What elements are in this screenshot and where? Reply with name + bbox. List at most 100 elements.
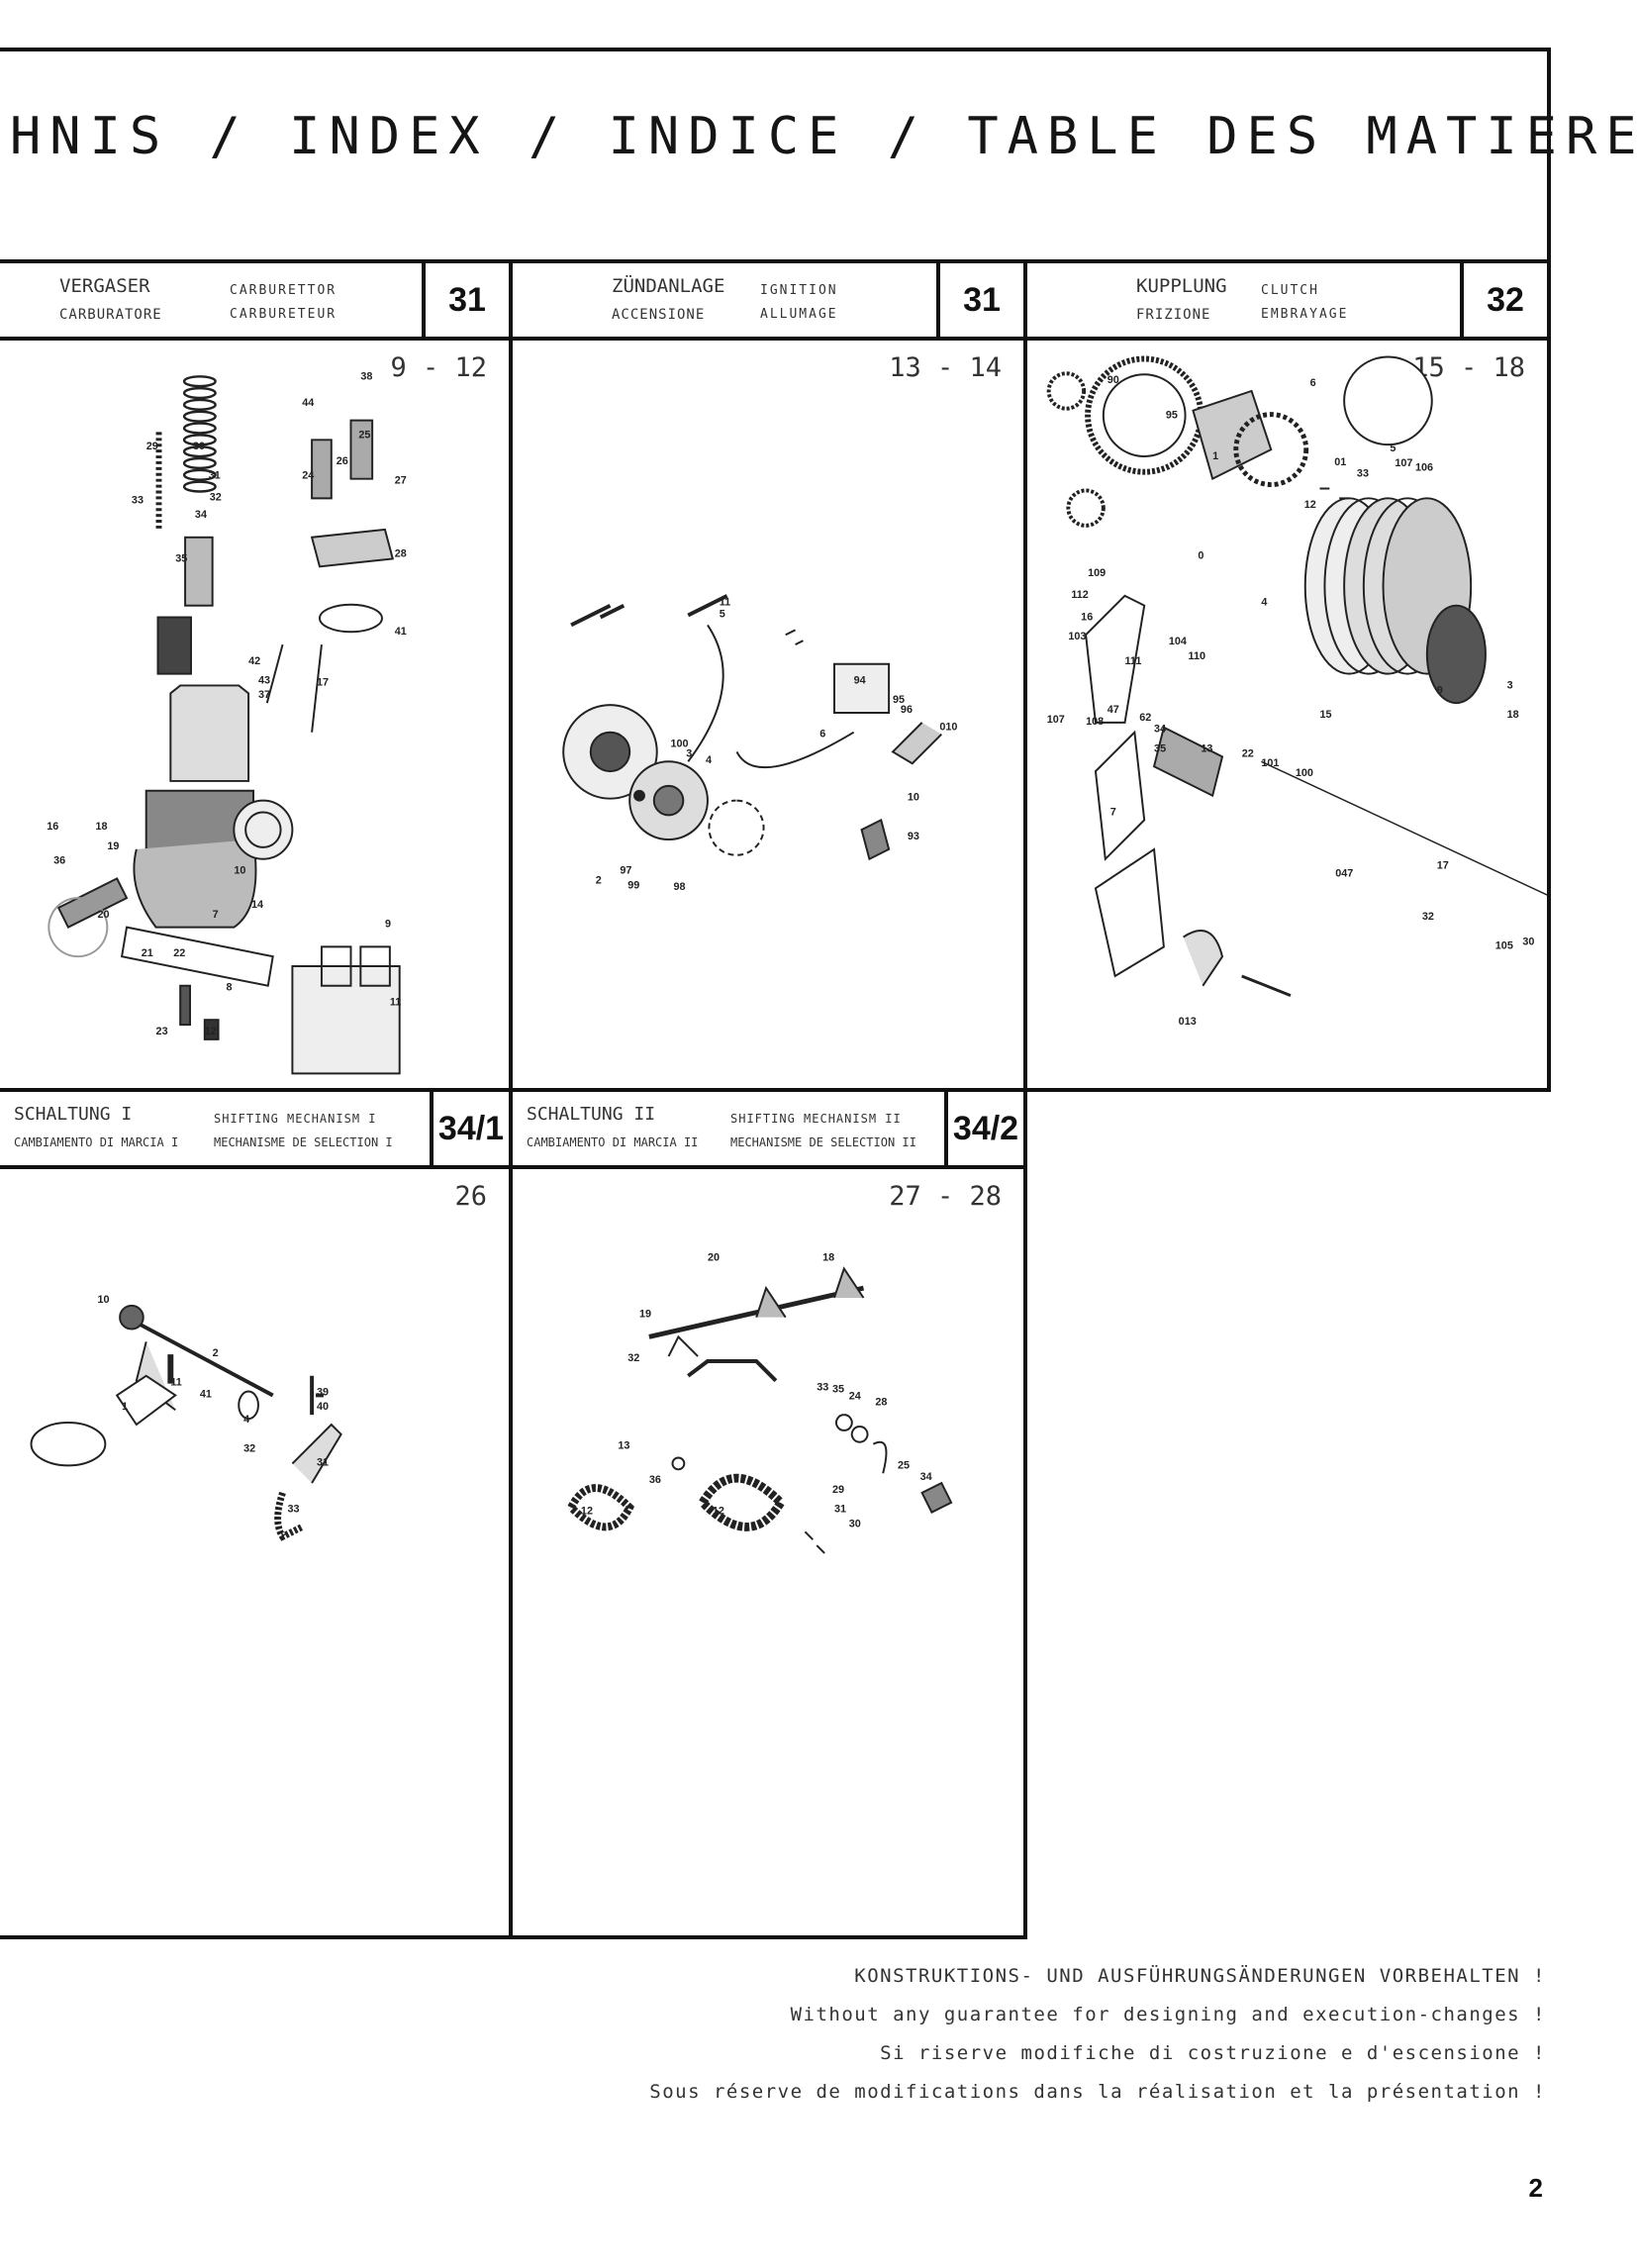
part-callout: 24 — [302, 470, 314, 482]
part-callout: 36 — [53, 855, 65, 867]
label-it: CAMBIAMENTO DI MARCIA I — [14, 1135, 179, 1149]
section-number: 32 — [1460, 263, 1547, 337]
section-number: 31 — [936, 263, 1023, 337]
section-shifting-2[interactable]: SCHALTUNG II CAMBIAMENTO DI MARCIA II SH… — [509, 1088, 1027, 1939]
part-callout: 32 — [627, 1352, 639, 1364]
part-callout: 13 — [618, 1440, 629, 1452]
part-callout: 32 — [1422, 911, 1434, 923]
part-callout: 97 — [620, 865, 631, 877]
part-callout: 24 — [849, 1390, 861, 1402]
part-callout: 18 — [95, 821, 107, 833]
part-callout: 0 — [1198, 549, 1204, 561]
part-callout: 33 — [817, 1382, 828, 1394]
section-clutch[interactable]: KUPPLUNG FRIZIONE CLUTCH EMBRAYAGE 32 1 5… — [1023, 259, 1551, 1092]
part-callout: 27 — [395, 475, 407, 487]
part-callout: 16 — [1081, 611, 1093, 623]
part-callout: 100 — [671, 738, 689, 749]
part-callout: 100 — [1296, 767, 1313, 779]
part-callout: 20 — [708, 1252, 720, 1264]
part-callout: 047 — [1335, 868, 1353, 880]
label-it: CARBURATORE — [59, 307, 162, 323]
part-callout: 12 — [1304, 499, 1316, 511]
part-callout: 5 — [720, 609, 725, 621]
part-callout: 31 — [834, 1504, 846, 1516]
part-callout: 26 — [337, 455, 348, 467]
part-callout: 107 — [1395, 457, 1412, 469]
note-en: Without any guarantee for designing and … — [790, 2004, 1546, 2025]
part-callout: 105 — [1495, 939, 1513, 951]
part-callout: 013 — [1179, 1016, 1197, 1028]
part-callout: 12 — [581, 1506, 593, 1518]
part-callout: 11 — [170, 1377, 181, 1389]
part-callout: 41 — [395, 626, 407, 638]
part-callout: 11 — [390, 996, 401, 1008]
label-it: ACCENSIONE — [612, 307, 706, 323]
part-callout: 29 — [146, 441, 158, 452]
part-callout: 44 — [302, 397, 314, 409]
label-it: FRIZIONE — [1136, 307, 1211, 323]
part-callout: 28 — [875, 1396, 887, 1408]
label-en: CLUTCH — [1261, 283, 1319, 298]
part-callout: 36 — [649, 1474, 661, 1486]
note-fr: Sous réserve de modifications dans la ré… — [649, 2081, 1546, 2103]
part-callout: 34 — [1154, 724, 1166, 736]
section-number: 34/2 — [944, 1092, 1023, 1165]
page-range: 27 - 28 — [889, 1181, 1002, 1212]
section-shifting-1[interactable]: SCHALTUNG I CAMBIAMENTO DI MARCIA I SHIF… — [0, 1088, 513, 1939]
part-callout: 11 — [720, 597, 730, 609]
part-callout: 8 — [226, 982, 232, 994]
part-callout: 62 — [1139, 712, 1151, 724]
part-callout: 3 — [686, 747, 692, 759]
part-callout: 010 — [939, 722, 957, 734]
note-de: KONSTRUKTIONS- UND AUSFÜHRUNGSÄNDERUNGEN… — [854, 1965, 1546, 1987]
part-callout: 22 — [1242, 747, 1254, 759]
part-callout: 19 — [107, 840, 119, 852]
part-callout: 30 — [849, 1518, 861, 1529]
part-callout: 14 — [251, 899, 263, 911]
part-callout: 30 — [1522, 936, 1534, 947]
part-callout: 98 — [673, 881, 685, 893]
part-callout: 6 — [819, 729, 825, 740]
section-header: SCHALTUNG I CAMBIAMENTO DI MARCIA I SHIF… — [0, 1092, 509, 1169]
part-callout: 22 — [173, 947, 185, 959]
label-en: SHIFTING MECHANISM II — [730, 1112, 902, 1126]
part-callout: 2 — [213, 1347, 219, 1359]
part-callout: 9 — [385, 919, 391, 931]
part-callout: 35 — [175, 552, 187, 564]
label-de: SCHALTUNG II — [527, 1104, 656, 1125]
part-callout: 7 — [1110, 806, 1116, 818]
part-callout: 106 — [1415, 462, 1433, 474]
part-callout: 19 — [639, 1309, 651, 1321]
part-callout: 34 — [920, 1471, 932, 1483]
part-callout: 17 — [1437, 860, 1449, 872]
label-de: VERGASER — [59, 275, 150, 297]
label-fr: MECHANISME DE SELECTION I — [214, 1135, 393, 1149]
part-callout: 101 — [1261, 757, 1279, 769]
part-callout: 108 — [1086, 716, 1104, 728]
part-callout: 16 — [47, 821, 58, 833]
part-callout: 32 — [210, 491, 222, 503]
part-callout: 107 — [1047, 714, 1065, 726]
part-callout: 112 — [1071, 589, 1088, 601]
label-de: KUPPLUNG — [1136, 275, 1227, 297]
part-callout: 12 — [713, 1506, 724, 1518]
section-ignition[interactable]: ZÜNDANLAGE ACCENSIONE IGNITION ALLUMAGE … — [509, 259, 1027, 1092]
disclaimer-notes: KONSTRUKTIONS- UND AUSFÜHRUNGSÄNDERUNGEN… — [649, 1965, 1546, 2120]
part-callout: 43 — [258, 674, 270, 686]
page-range: 26 — [454, 1181, 487, 1212]
part-callout: 1 — [1212, 450, 1218, 462]
part-callout: 95 — [893, 694, 905, 706]
part-callout: 104 — [1169, 636, 1187, 647]
section-carburettor[interactable]: VERGASER CARBURATORE CARBURETTOR CARBURE… — [0, 259, 513, 1092]
part-callout: 111 — [1124, 655, 1141, 667]
part-callout: 93 — [908, 831, 919, 842]
part-callout: 41 — [200, 1388, 212, 1400]
part-callout: 5 — [1390, 443, 1396, 454]
part-callout: 35 — [1154, 742, 1166, 754]
section-header: KUPPLUNG FRIZIONE CLUTCH EMBRAYAGE 32 — [1027, 263, 1547, 341]
